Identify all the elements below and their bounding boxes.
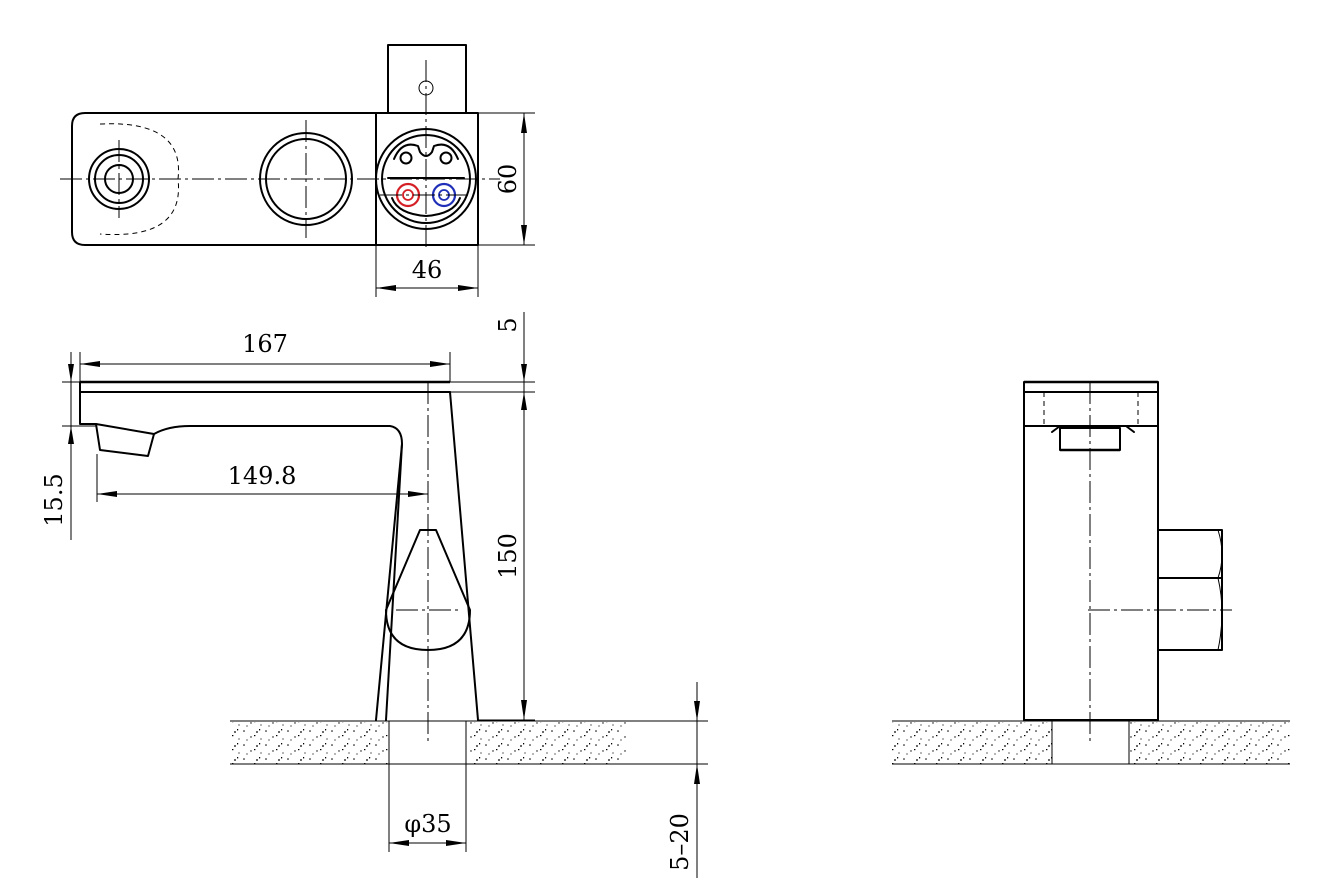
dim-plate-thickness-label: 5 bbox=[494, 317, 522, 332]
dim-counter-thickness-label: 5–20 bbox=[666, 813, 694, 871]
dim-hole-diameter-label: φ35 bbox=[404, 810, 451, 838]
side-aerator bbox=[1051, 425, 1135, 433]
dim-top-depth: 60 bbox=[478, 112, 535, 246]
dim-top-width-label: 46 bbox=[412, 256, 443, 284]
dim-spout-length-label: 167 bbox=[242, 330, 288, 358]
front-spout-underside bbox=[153, 425, 403, 721]
top-view-body-outline bbox=[71, 112, 377, 246]
front-counter bbox=[230, 720, 708, 852]
side-counter bbox=[892, 720, 1290, 765]
dim-spout-reach-label: 149.8 bbox=[228, 462, 297, 490]
dim-spout-length: 167 bbox=[79, 330, 451, 382]
top-view: 46 60 bbox=[60, 44, 535, 297]
side-body bbox=[1023, 381, 1159, 721]
dim-body-height: 5 150 bbox=[450, 312, 535, 721]
dim-spout-reach: 149.8 bbox=[96, 454, 428, 502]
dim-top-width: 46 bbox=[375, 245, 479, 297]
dim-spout-height: 15.5 bbox=[40, 352, 96, 540]
side-handle bbox=[1157, 529, 1223, 651]
dim-counter-thickness: 5–20 bbox=[666, 682, 700, 878]
dim-hole-diameter: φ35 bbox=[389, 810, 466, 846]
dim-spout-height-label: 15.5 bbox=[40, 473, 68, 526]
front-view: 167 149.8 15.5 5 bbox=[40, 312, 708, 878]
dim-top-depth-label: 60 bbox=[494, 164, 522, 195]
top-view-handle bbox=[387, 44, 467, 114]
front-aerator bbox=[95, 423, 155, 457]
side-view bbox=[892, 380, 1290, 765]
dim-body-height-label: 150 bbox=[494, 533, 522, 579]
